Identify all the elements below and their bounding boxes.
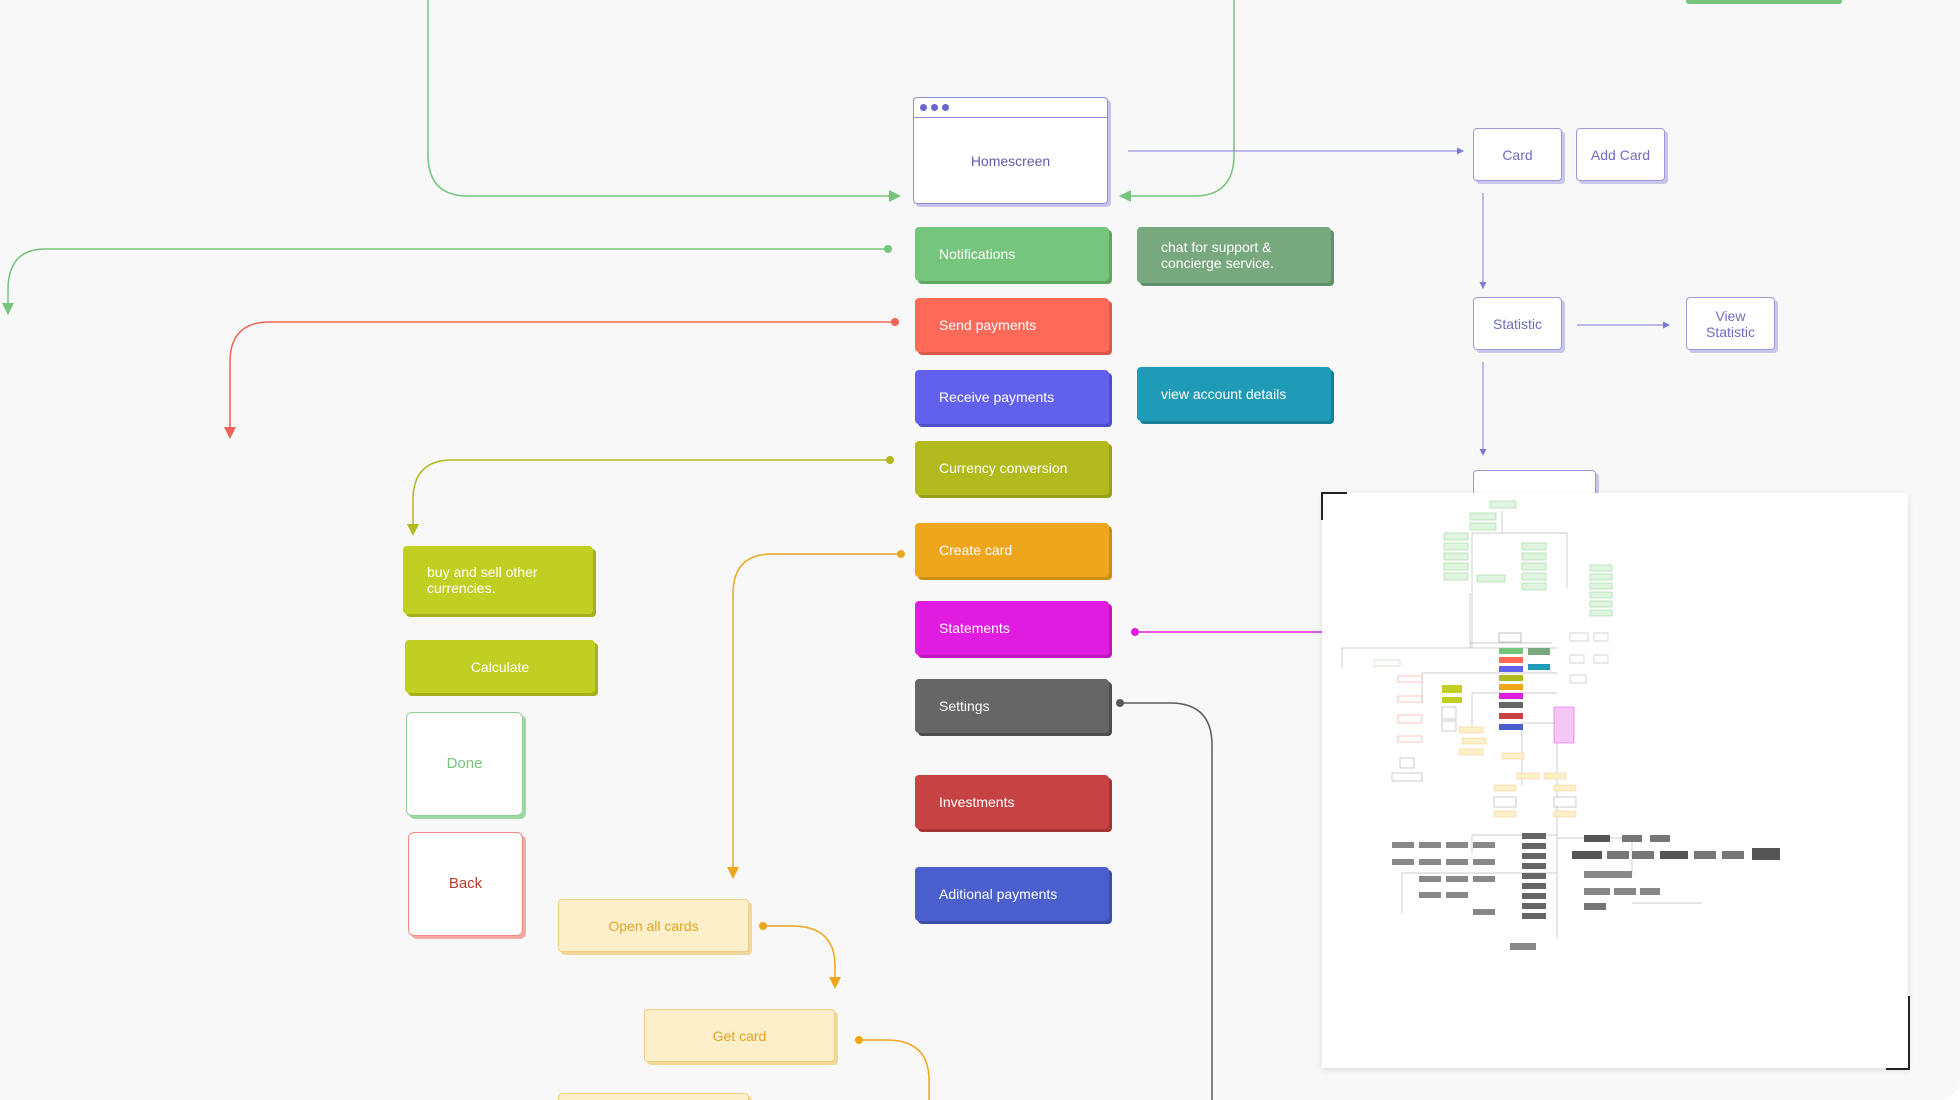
homescreen-node[interactable]: Homescreen <box>913 97 1108 204</box>
window-dot-icon <box>942 104 949 111</box>
minimap-corner-bottom-right[interactable] <box>1886 996 1910 1070</box>
get-card-node[interactable]: Get card <box>644 1009 835 1062</box>
minimap-left-nodes <box>1373 632 1609 818</box>
calculate-node[interactable]: Calculate <box>405 640 595 693</box>
open-all-cards-node[interactable]: Open all cards <box>558 899 749 952</box>
statements-node[interactable]: Statements <box>915 601 1109 655</box>
view-statistic-node[interactable]: View Statistic <box>1686 297 1775 350</box>
minimap-top-nodes <box>1443 500 1613 617</box>
chat-support-node[interactable]: chat for support & concierge service. <box>1137 227 1331 283</box>
window-titlebar <box>914 98 1107 118</box>
minimap-corner-top-left <box>1321 492 1347 520</box>
card-branch-node-partial[interactable] <box>558 1093 749 1100</box>
notifications-node[interactable]: Notifications <box>915 227 1109 281</box>
statistic-node[interactable]: Statistic <box>1473 297 1562 350</box>
card-node[interactable]: Card <box>1473 128 1562 181</box>
currency-conversion-node[interactable]: Currency conversion <box>915 441 1109 495</box>
homescreen-label: Homescreen <box>970 153 1051 169</box>
minimap-settings-nodes <box>1392 833 1780 950</box>
receive-payments-node[interactable]: Receive payments <box>915 370 1109 424</box>
window-dot-icon <box>920 104 927 111</box>
minimap-diagram <box>1341 500 1780 950</box>
offscreen-node-edge <box>1686 0 1842 4</box>
send-payments-node[interactable]: Send payments <box>915 298 1109 352</box>
investments-node[interactable]: Investments <box>915 775 1109 829</box>
settings-node[interactable]: Settings <box>915 679 1109 733</box>
add-card-node[interactable]: Add Card <box>1576 128 1665 181</box>
create-card-node[interactable]: Create card <box>915 523 1109 577</box>
additional-payments-node[interactable]: Aditional payments <box>915 867 1109 921</box>
done-node[interactable]: Done <box>406 712 523 816</box>
buy-sell-node[interactable]: buy and sell other currencies. <box>403 546 593 614</box>
minimap-panel[interactable] <box>1322 493 1908 1068</box>
minimap-main-column <box>1498 632 1575 744</box>
window-dot-icon <box>931 104 938 111</box>
back-node[interactable]: Back <box>408 832 523 936</box>
view-account-node[interactable]: view account details <box>1137 367 1331 421</box>
